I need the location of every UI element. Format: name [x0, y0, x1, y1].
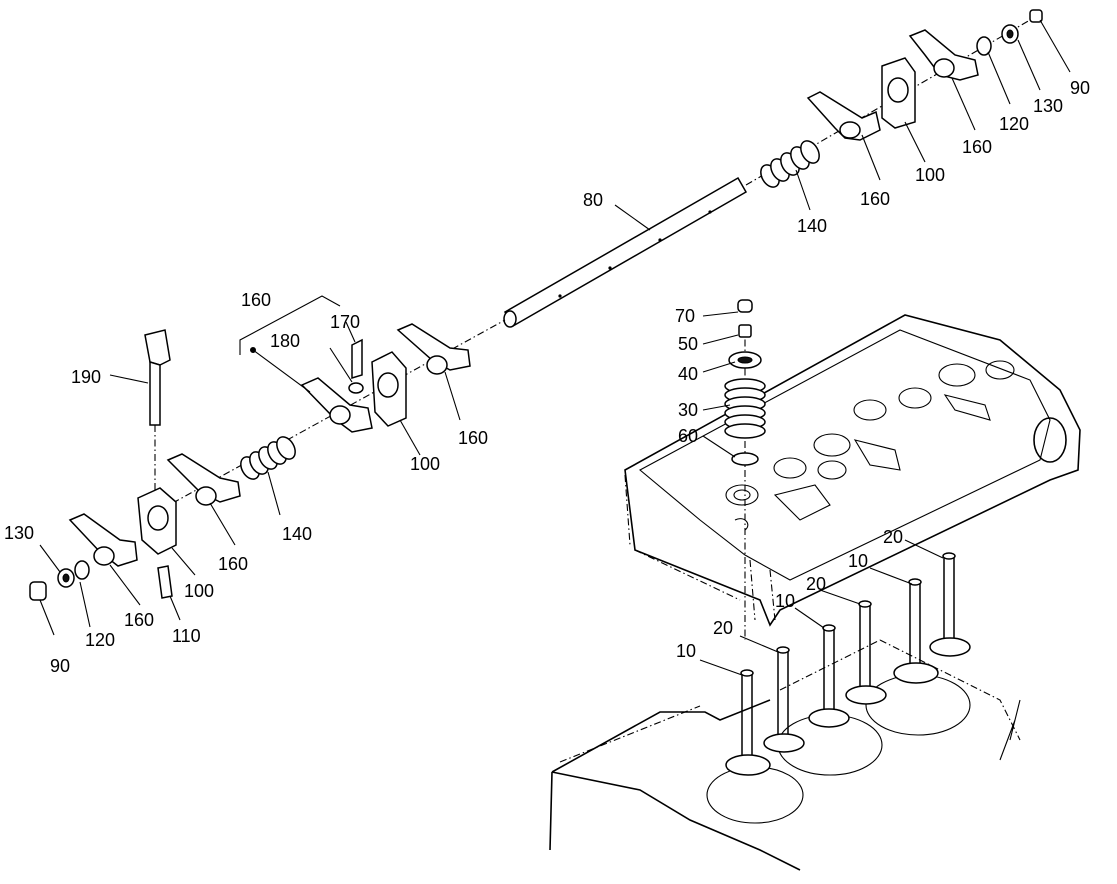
- callout-20-far: 20: [883, 527, 903, 547]
- callout-50: 50: [678, 334, 698, 354]
- cylinder-head: [624, 314, 1081, 627]
- callout-160-right-outer: 160: [962, 137, 992, 157]
- rocker-assembly-left: [29, 329, 241, 601]
- rocker-assembly-right: [806, 9, 1043, 141]
- callout-90-left: 90: [50, 656, 70, 676]
- callout-130-left: 130: [4, 523, 34, 543]
- callout-180: 180: [270, 331, 300, 351]
- callout-160-bracket-group: 160: [241, 290, 271, 310]
- callout-140-left: 140: [282, 524, 312, 544]
- engine-block: [549, 639, 1021, 871]
- callout-60: 60: [678, 426, 698, 446]
- callout-80-shaft: 80: [583, 190, 603, 210]
- callout-10-far: 10: [848, 551, 868, 571]
- callout-160-middle: 160: [458, 428, 488, 448]
- callout-160-right-inner: 160: [860, 189, 890, 209]
- callout-10-near: 10: [676, 641, 696, 661]
- callout-190: 190: [71, 367, 101, 387]
- spring-right: [760, 140, 820, 188]
- callout-100-right: 100: [915, 165, 945, 185]
- callout-120-right: 120: [999, 114, 1029, 134]
- callout-130-right: 130: [1033, 96, 1063, 116]
- callout-100-middle: 100: [410, 454, 440, 474]
- spring-left: [240, 436, 296, 480]
- callout-70: 70: [675, 306, 695, 326]
- rocker-assembly-middle: [300, 323, 471, 433]
- valves: [725, 552, 971, 776]
- callout-140-right: 140: [797, 216, 827, 236]
- callout-30: 30: [678, 400, 698, 420]
- callout-160-left-inner: 160: [218, 554, 248, 574]
- callout-20-near: 20: [713, 618, 733, 638]
- callout-40: 40: [678, 364, 698, 384]
- callout-160-left-outer: 160: [124, 610, 154, 630]
- leader-lines: [39, 19, 1071, 676]
- callout-90-right: 90: [1070, 78, 1090, 98]
- callout-100-left: 100: [184, 581, 214, 601]
- callout-20-mid: 20: [806, 574, 826, 594]
- callout-170: 170: [330, 312, 360, 332]
- callout-120-left: 120: [85, 630, 115, 650]
- valve-spring-stack: [724, 299, 766, 640]
- callout-10-mid: 10: [775, 591, 795, 611]
- callout-labels: 90 130 120 160 100 160 140 80 160 170 18…: [4, 78, 1090, 676]
- callout-110: 110: [172, 626, 201, 646]
